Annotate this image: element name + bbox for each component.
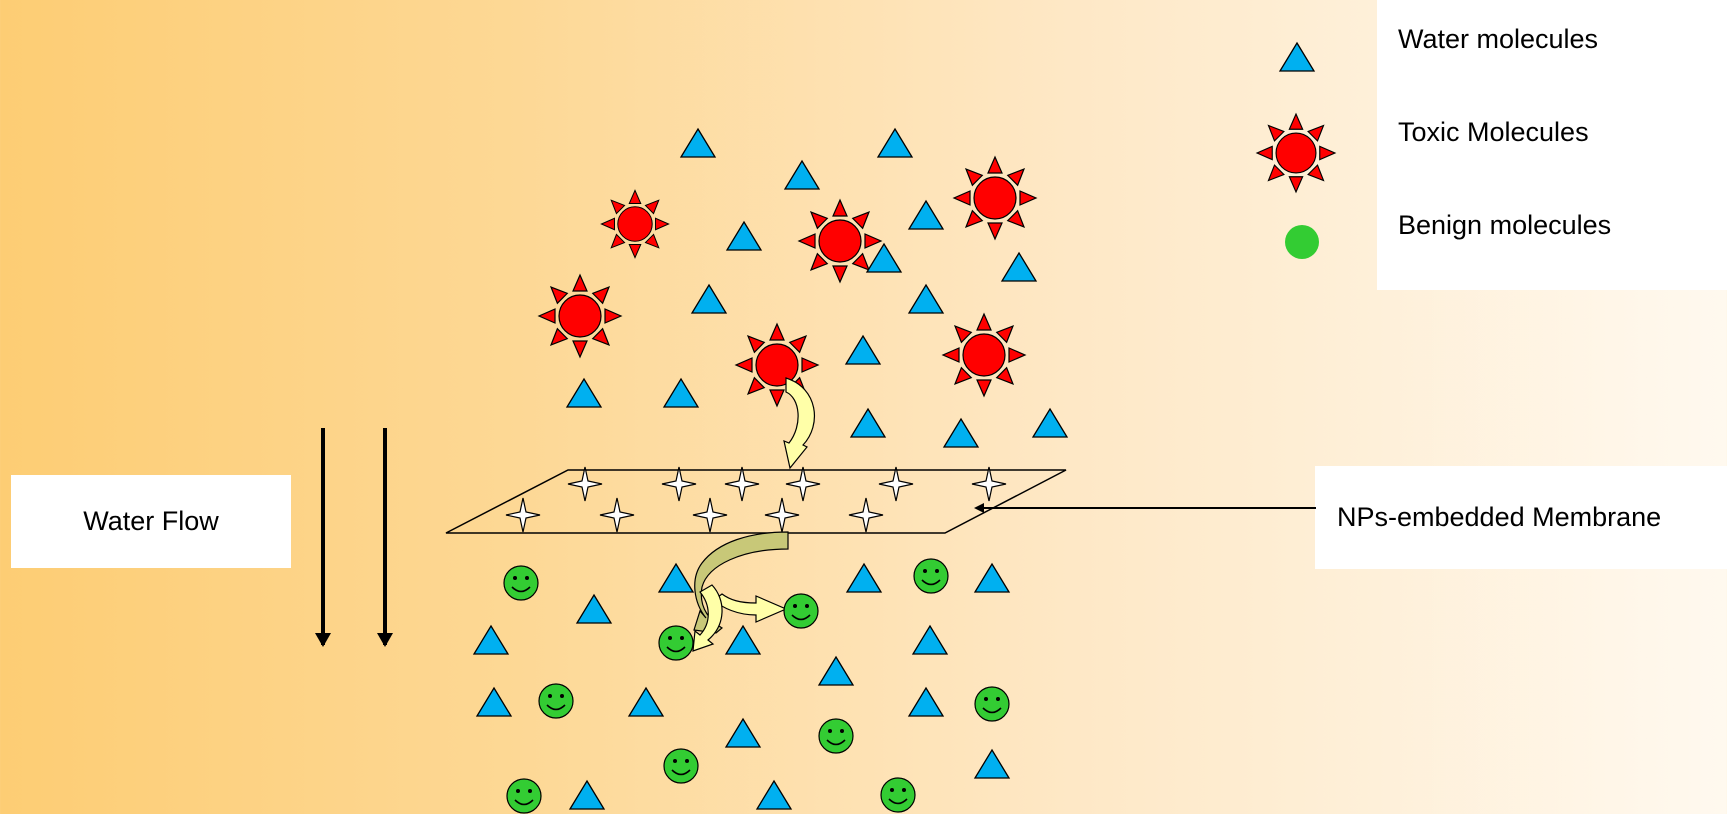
legend-water-icon	[1279, 42, 1315, 72]
water-molecule	[726, 221, 762, 251]
membrane	[445, 469, 1067, 534]
benign-down-arrow	[692, 584, 723, 652]
benign-molecule	[880, 777, 916, 813]
nanoparticle-icon	[661, 466, 697, 502]
water-molecule	[908, 284, 944, 314]
membrane-label-box: NPs-embedded Membrane	[1315, 466, 1727, 569]
benign-molecule	[913, 558, 949, 594]
legend: Water molecules Toxic Molecules Benign m…	[1377, 0, 1727, 290]
legend-benign-label: Benign molecules	[1398, 210, 1612, 240]
nanoparticle-icon	[764, 497, 800, 533]
water-molecule	[569, 780, 605, 810]
nanoparticle-icon	[505, 497, 541, 533]
nanoparticle-icon	[599, 497, 635, 533]
membrane-label: NPs-embedded Membrane	[1337, 502, 1662, 532]
water-molecule	[974, 749, 1010, 779]
water-molecule	[850, 408, 886, 438]
legend-toxic-label: Toxic Molecules	[1398, 117, 1589, 147]
water-molecule	[756, 780, 792, 810]
nanoparticle-icon	[785, 466, 821, 502]
water-flow-label: Water Flow	[83, 506, 219, 536]
benign-molecule	[658, 625, 694, 661]
water-molecule	[691, 284, 727, 314]
nanoparticle-icon	[971, 466, 1007, 502]
nanoparticle-icon	[878, 466, 914, 502]
water-molecule	[1032, 408, 1068, 438]
water-molecule	[818, 656, 854, 686]
water-molecule	[658, 563, 694, 593]
water-molecule	[566, 378, 602, 408]
water-molecule	[476, 687, 512, 717]
water-molecule	[784, 160, 820, 190]
water-molecule	[1001, 252, 1037, 282]
water-molecule	[725, 718, 761, 748]
nanoparticle-icon	[692, 497, 728, 533]
benign-right-arrow	[713, 593, 788, 623]
toxic-molecule	[953, 156, 1037, 240]
legend-toxic-icon	[1256, 113, 1336, 193]
nanoparticle-icon	[567, 466, 603, 502]
benign-molecule	[503, 565, 539, 601]
legend-benign-icon	[1285, 225, 1319, 259]
water-molecule	[877, 128, 913, 158]
toxic-capture-arrow	[783, 377, 816, 470]
water-molecule	[908, 200, 944, 230]
water-molecule	[680, 128, 716, 158]
water-molecule	[663, 378, 699, 408]
water-molecule	[866, 243, 902, 273]
benign-molecule	[663, 748, 699, 784]
legend-water-label: Water molecules	[1398, 24, 1599, 54]
water-molecule	[846, 563, 882, 593]
water-molecule	[908, 687, 944, 717]
water-molecule	[628, 687, 664, 717]
water-molecule	[845, 335, 881, 365]
benign-molecule	[783, 593, 819, 629]
benign-molecule	[506, 778, 542, 814]
water-molecule	[473, 625, 509, 655]
benign-molecule	[974, 686, 1010, 722]
water-flow-label-box: Water Flow	[11, 475, 291, 568]
water-molecule	[912, 625, 948, 655]
water-molecule	[943, 418, 979, 448]
benign-molecule	[818, 718, 854, 754]
toxic-molecule	[538, 274, 622, 358]
toxic-molecule	[600, 189, 670, 259]
nanoparticle-icon	[848, 497, 884, 533]
water-molecule	[974, 563, 1010, 593]
water-molecule	[725, 625, 761, 655]
water-molecule	[576, 594, 612, 624]
nanoparticle-icon	[724, 466, 760, 502]
permeate-curved-arrow	[693, 531, 789, 634]
toxic-molecule	[942, 313, 1026, 397]
benign-molecule	[538, 683, 574, 719]
